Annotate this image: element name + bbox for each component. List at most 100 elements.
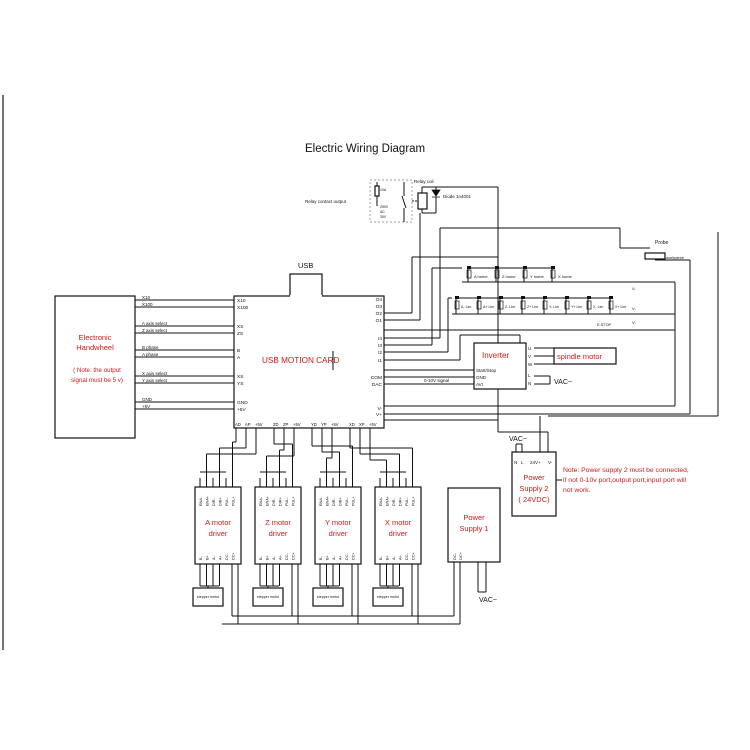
handwheel-signal-label: X100: [142, 302, 153, 307]
relay-contact-box: [369, 179, 413, 223]
driver-top-pin: DIR-: [272, 497, 276, 506]
motor-drivers: ENA-ENA+DIR-DIR+PUL-PUL+A motordriverB-B…: [192, 486, 422, 607]
driver-bottom-pin: B+: [386, 554, 390, 560]
home-switch-label: A home: [474, 274, 488, 279]
power-supply-1: Power Supply 1 DC- DC+ VAC~: [447, 487, 501, 624]
handwheel-signal-label: Z axis select: [142, 328, 168, 333]
driver-top-pin: ENA+: [266, 495, 270, 506]
inverter-box: [473, 342, 527, 390]
ps2-pin-n: N: [514, 460, 517, 465]
card-left-pin: XS: [237, 374, 243, 380]
driver-top-pin: DIR+: [339, 496, 343, 506]
inverter-pin-gnd: GND: [476, 375, 487, 380]
handwheel-note-1: ( Note: the output: [73, 367, 121, 374]
inverter-pin-l: L: [528, 373, 531, 378]
driver-bottom-pin: A+: [339, 554, 343, 560]
card-right-pin: O1: [376, 318, 383, 324]
stepper-motor-label: stepper motor: [317, 595, 340, 599]
card-left-pin: GND: [237, 400, 248, 406]
stepper-motor-label: stepper motor: [257, 595, 280, 599]
driver-bottom-pin: A+: [399, 554, 403, 560]
driver-bottom-pin: B+: [326, 554, 330, 560]
ps1-line-1: Power: [463, 513, 485, 522]
driver-name-line-1: Y motor: [325, 518, 352, 527]
driver-bottom-pin: DC-: [345, 553, 349, 560]
driver-bottom-pin: B-: [319, 555, 323, 560]
card-bottom-pin: YP: [321, 422, 327, 427]
relay-spec-2: 250V: [380, 205, 389, 209]
limit-switch-label: X+ Lim: [615, 305, 626, 309]
diagram-title: Electric Wiring Diagram: [305, 143, 425, 155]
ps1-vac-label: VAC~: [479, 597, 497, 604]
card-right-pin: COM: [371, 375, 382, 381]
inverter-pin-w: W: [528, 362, 533, 367]
handwheel-note-2: signal must be 5 v): [71, 377, 123, 384]
relay-spec-3: AC: [380, 210, 385, 214]
ps2-box: [511, 451, 557, 517]
driver-bottom-pin: DC+: [292, 552, 296, 560]
driver-bottom-pin: A+: [279, 554, 283, 560]
driver-bottom-pin: DC+: [232, 552, 236, 560]
probe-workpiece: [644, 252, 666, 260]
driver-top-pin: DIR+: [279, 496, 283, 506]
ps1-line-2: Supply 1: [459, 524, 488, 533]
card-bottom-pin: YD: [311, 422, 317, 427]
stepper-motor-label: stepper motor: [377, 595, 400, 599]
driver-bottom-pin: A-: [272, 555, 276, 560]
ps2-pin-vminus: V-: [548, 460, 553, 465]
probe-note: workpiece: [666, 255, 685, 260]
driver-top-pin: DIR+: [219, 496, 223, 506]
driver-bottom-pin: DC+: [412, 552, 416, 560]
driver-bottom-pin: B+: [266, 554, 270, 560]
driver-bottom-pin: DC+: [352, 552, 356, 560]
handwheel-signal-label: A axis select: [142, 321, 168, 326]
handwheel-title-1: Electronic: [79, 333, 112, 342]
motor-driver-box: [194, 486, 242, 565]
driver-bottom-pin: B-: [379, 555, 383, 560]
probe-label: Probe: [655, 240, 669, 246]
card-right-pin: I2: [378, 350, 382, 356]
driver-top-pin: ENA+: [386, 495, 390, 506]
card-bottom-pin: XP: [359, 422, 365, 427]
limit-rail-label: V-: [632, 306, 636, 311]
home-switch-label: Y home: [530, 274, 544, 279]
card-bottom-pin: +5V: [369, 422, 377, 427]
motion-card-label: USB MOTION CARD: [262, 356, 339, 365]
motor-driver-box: [254, 486, 302, 565]
ps2-pin-l: L: [521, 460, 524, 465]
driver-name-line-2: driver: [389, 529, 408, 538]
card-right-pin: DAC: [372, 382, 383, 388]
ps2-line-1: Power: [523, 473, 545, 482]
handwheel-signal-label: X10: [142, 295, 151, 300]
relay-fuse: [374, 185, 380, 197]
card-bottom-pin: +5V: [293, 422, 301, 427]
electronic-handwheel: Electronic Handwheel ( Note: the output …: [54, 295, 234, 439]
handwheel-signal-label: Y axis select: [142, 378, 168, 383]
driver-top-pin: PUL-: [345, 497, 349, 506]
card-right-pin: I1: [378, 358, 382, 364]
driver-bottom-pin: B-: [259, 555, 263, 560]
ps2-line-3: ( 24VDC): [518, 495, 550, 504]
motor-driver-box: [314, 486, 362, 565]
driver-top-pin: ENA+: [206, 495, 210, 506]
limit-switch-label: A+ Lim: [483, 305, 494, 309]
usb-motion-card: USB USB MOTION CARD X10X100XSZSBAXSYSGND…: [233, 261, 385, 429]
home-switch-icon: [551, 266, 555, 269]
driver-top-pin: PUL-: [225, 497, 229, 506]
ps1-box: [447, 487, 501, 563]
card-bottom-pin: ZP: [283, 422, 289, 427]
card-bottom-pin: +5V: [255, 422, 263, 427]
relay-spec-1: 10A: [380, 188, 387, 192]
driver-top-pin: DIR+: [399, 496, 403, 506]
limit-switch-label: Z- Lim: [505, 305, 515, 309]
relay-spec-4: 30V: [380, 215, 387, 219]
driver-top-pin: DIR-: [332, 497, 336, 506]
limit-switch-label: X- Lim: [593, 305, 603, 309]
limit-switch-label: A- Lim: [461, 305, 471, 309]
driver-top-pin: ENA-: [199, 496, 203, 506]
